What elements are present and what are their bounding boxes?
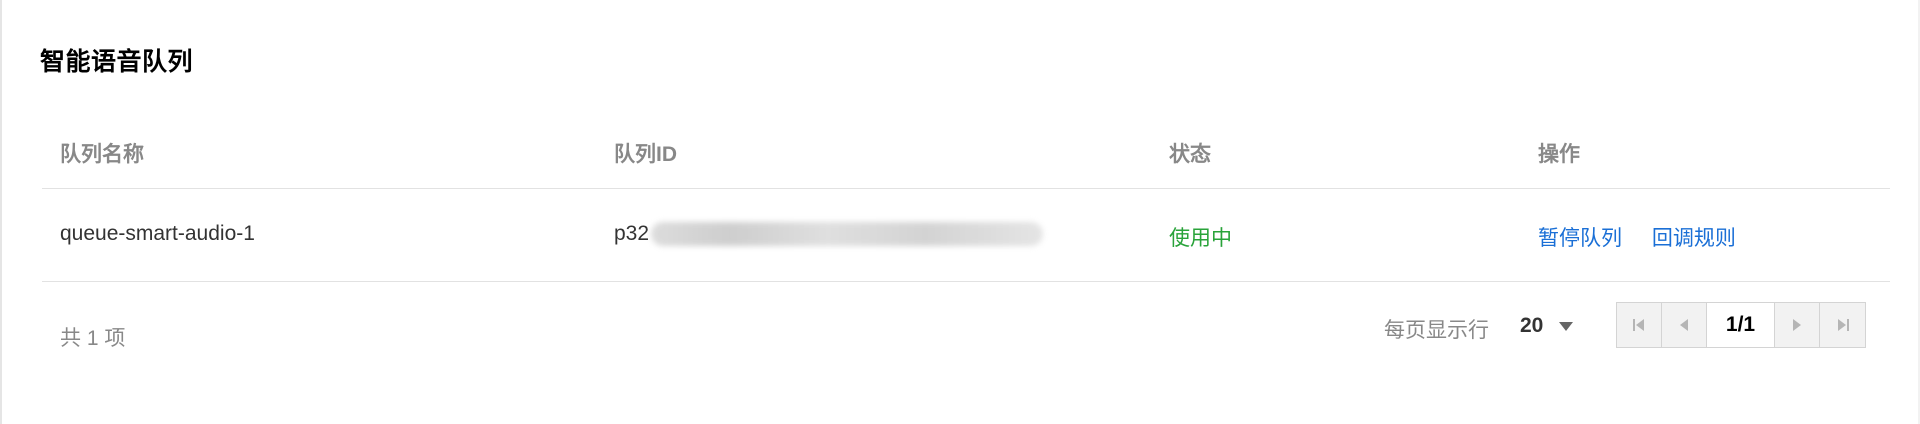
first-page-icon — [1633, 319, 1644, 331]
page-indicator: 1/1 — [1707, 303, 1775, 347]
prev-page-button[interactable] — [1662, 303, 1707, 347]
total-count: 共 1 项 — [60, 327, 126, 350]
prev-page-icon — [1680, 319, 1688, 331]
callback-rules-link[interactable]: 回调规则 — [1651, 227, 1736, 250]
pause-queue-link[interactable]: 暂停队列 — [1538, 227, 1622, 250]
rows-per-page-label: 每页显示行 — [1384, 319, 1489, 342]
next-page-icon — [1793, 319, 1801, 331]
table-footer: 共 1 项 每页显示行 20 1/1 — [42, 282, 1890, 372]
pagination: 1/1 — [1616, 302, 1866, 348]
header-actions: 操作 — [1538, 143, 1580, 166]
queue-id-cell: p32 — [614, 222, 1044, 246]
page-title: 智能语音队列 — [40, 48, 194, 76]
header-status: 状态 — [1169, 143, 1211, 166]
table-row: queue-smart-audio-1 p32 使用中 暂停队列 回调规则 — [42, 189, 1890, 282]
status-badge: 使用中 — [1169, 227, 1232, 250]
queue-id-visible-text: p32 — [614, 222, 650, 245]
queue-id-redacted — [651, 222, 1044, 246]
queue-table: 队列名称 队列ID 状态 操作 queue-smart-audio-1 p32 … — [42, 120, 1890, 282]
next-page-button[interactable] — [1775, 303, 1820, 347]
header-queue-id: 队列ID — [614, 143, 677, 166]
last-page-icon — [1837, 319, 1849, 331]
table-header: 队列名称 队列ID 状态 操作 — [42, 120, 1890, 189]
queue-name-cell: queue-smart-audio-1 — [60, 222, 255, 245]
rows-per-page-select[interactable]: 20 — [1520, 314, 1574, 338]
rows-per-page-value: 20 — [1520, 314, 1544, 337]
actions-cell: 暂停队列 回调规则 — [1538, 222, 1760, 252]
last-page-button[interactable] — [1820, 303, 1865, 347]
first-page-button[interactable] — [1617, 303, 1662, 347]
chevron-down-icon — [1559, 321, 1574, 331]
header-queue-name: 队列名称 — [60, 143, 144, 166]
